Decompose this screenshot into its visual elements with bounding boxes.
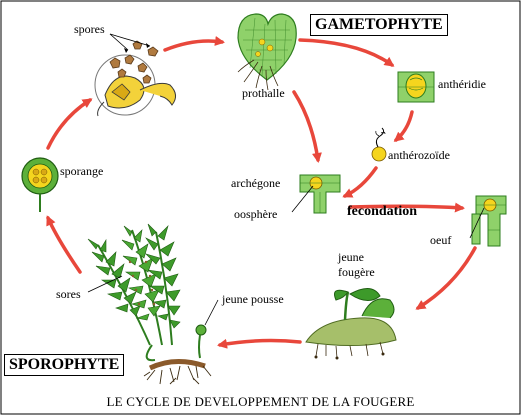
spores-illustration bbox=[94, 33, 176, 117]
arrow-jeune-fougere-to-sporophyte bbox=[217, 338, 302, 349]
prothalle-illustration bbox=[237, 13, 297, 91]
jeune-pousse-illustration bbox=[195, 299, 219, 359]
arrow-fecondation bbox=[348, 202, 465, 213]
label-jeune-pousse: jeune pousse bbox=[222, 292, 284, 306]
label-oeuf: oeuf bbox=[430, 233, 452, 247]
sporophyte-title: SPOROPHYTE bbox=[4, 354, 125, 376]
cycle-arrows bbox=[46, 36, 477, 349]
label-prothalle: prothalle bbox=[242, 86, 285, 100]
label-fecondation: fecondation bbox=[347, 204, 417, 219]
arrow-antheridie-to-antherozoide bbox=[393, 110, 414, 142]
label-oosphere: oosphère bbox=[234, 207, 278, 221]
arrow-prothalle-to-antheridie bbox=[298, 38, 395, 67]
label-antherozoide: anthérozoïde bbox=[388, 148, 450, 162]
label-sores: sores bbox=[56, 287, 81, 301]
sporange-illustration bbox=[21, 157, 59, 212]
arrow-sporange-to-spores bbox=[46, 98, 93, 150]
label-jeune-fougere-line2: fougère bbox=[338, 265, 375, 279]
label-jeune-fougere-line1: jeune bbox=[338, 250, 364, 264]
label-archegone: archégone bbox=[231, 176, 281, 190]
arrow-antherozoide-to-archegone bbox=[342, 166, 378, 198]
gametophyte-title: GAMETOPHYTE bbox=[310, 14, 448, 36]
label-antheridie: anthéridie bbox=[438, 77, 486, 91]
diagram-caption: LE CYCLE DE DEVELOPPEMENT DE LA FOUGERE bbox=[106, 394, 415, 409]
arrow-spores-to-prothalle bbox=[163, 36, 225, 52]
oeuf-illustration bbox=[469, 195, 507, 247]
arrow-oeuf-to-jeune-fougere bbox=[415, 246, 477, 310]
label-sporange: sporange bbox=[60, 164, 104, 178]
antherozoide-illustration bbox=[371, 127, 387, 162]
sporophyte-fern-illustration bbox=[87, 223, 212, 385]
jeune-fougere-illustration bbox=[305, 288, 397, 360]
archegone-illustration bbox=[291, 174, 341, 214]
label-spores: spores bbox=[74, 22, 105, 36]
antheridie-illustration bbox=[397, 71, 435, 103]
arrow-sporophyte-to-sporange bbox=[46, 215, 82, 274]
arrow-prothalle-to-archegone bbox=[292, 90, 322, 163]
